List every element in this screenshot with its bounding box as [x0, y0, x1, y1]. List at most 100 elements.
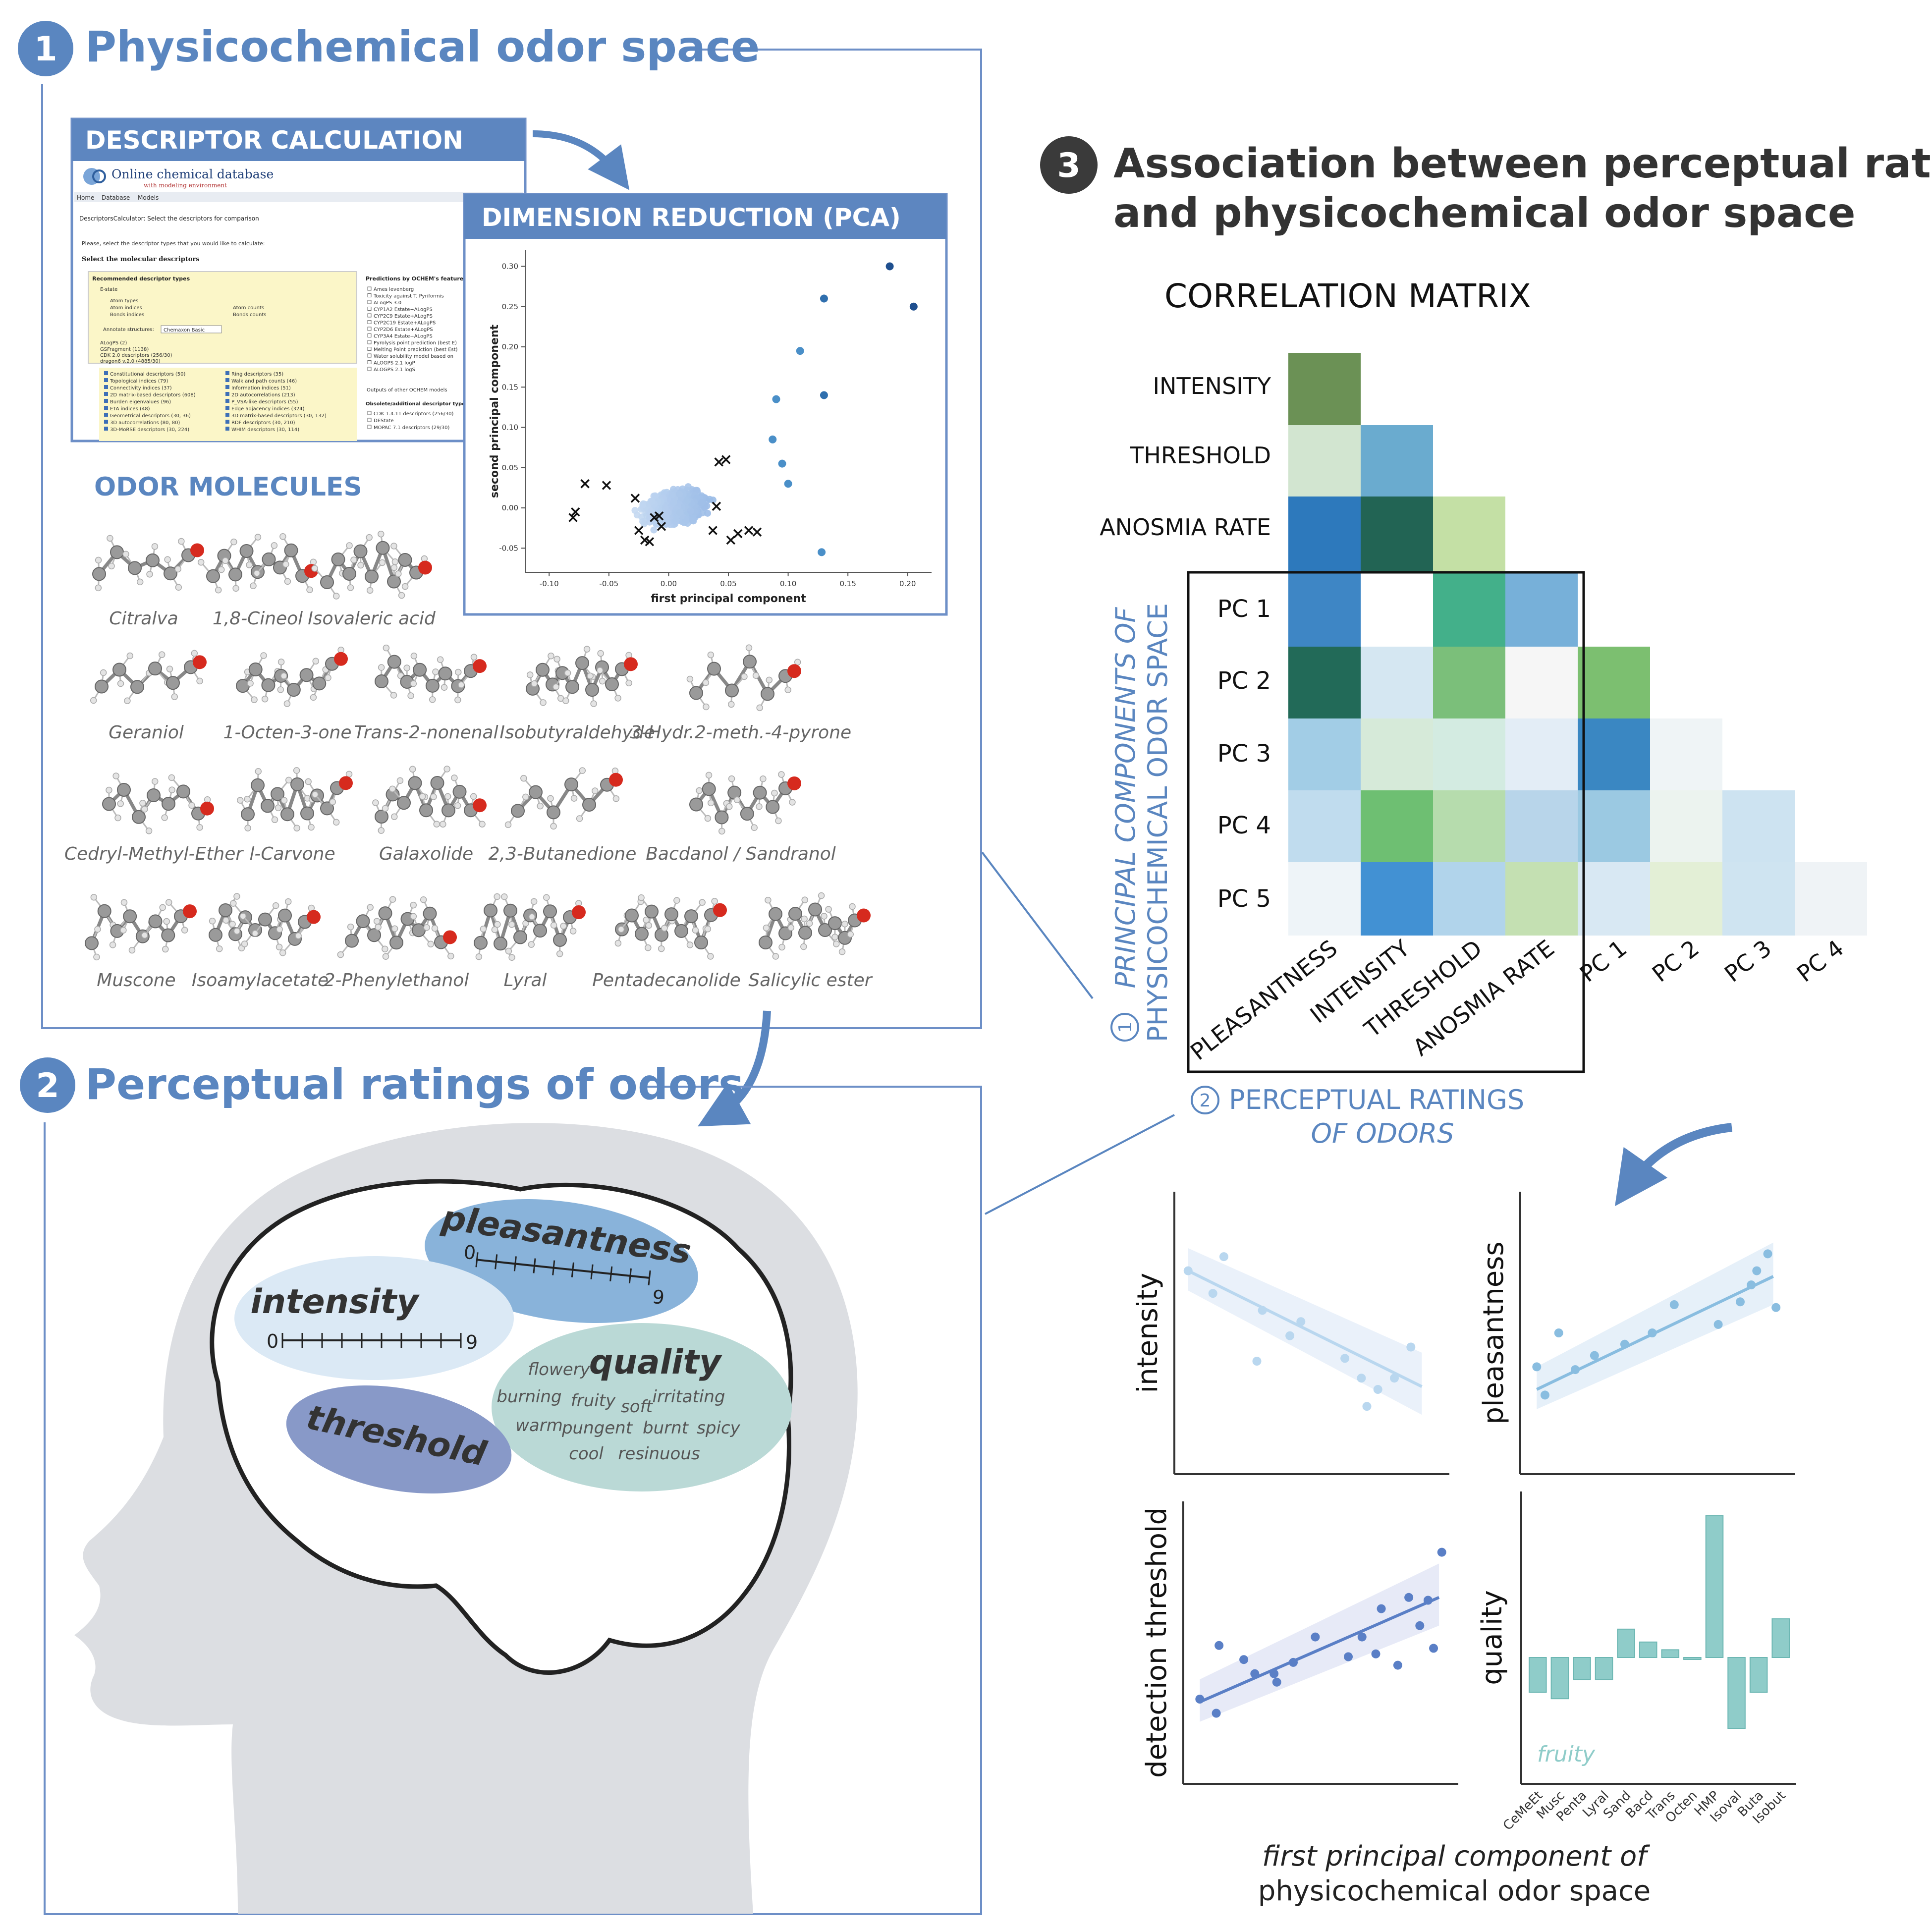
data-point — [1311, 1632, 1320, 1642]
ochem-estate-opt-4[interactable]: Atom counts — [233, 305, 264, 311]
quality-word: soft — [621, 1397, 653, 1417]
hydrogen-atom — [163, 918, 170, 925]
molecule-label: Galaxolide — [379, 844, 473, 864]
ochem-prediction-item: ALOGPS 2.1 logP — [374, 361, 415, 366]
hydrogen-atom — [429, 696, 436, 703]
matrix-cell — [1578, 790, 1650, 862]
hydrogen-atom — [162, 945, 169, 953]
pca-x-tick-label: -0.05 — [599, 579, 618, 588]
molecule-label: Isobutyraldehyde — [499, 722, 655, 743]
carbon-atom — [290, 777, 304, 791]
carbon-atom — [353, 544, 368, 558]
matrix-cell — [1650, 790, 1722, 862]
scale-tick — [590, 1264, 594, 1279]
ochem-estate-opt-3[interactable]: Bonds indices — [110, 312, 144, 318]
ochem-estate-opt-2[interactable]: Atom indices — [110, 305, 142, 311]
ochem-obsolete-list: CDK 1.4.11 descriptors (256/30)DEStateMO… — [367, 411, 453, 431]
ochem-menu-models[interactable]: Models — [138, 194, 159, 201]
pca-y-tick-label: 0.10 — [502, 423, 518, 432]
ochem-prediction-item: Toxicity against T. Pyriformis — [373, 294, 444, 299]
ochem-outputs[interactable]: Outputs of other OCHEM models — [367, 387, 447, 393]
pca-odor-marker — [654, 511, 664, 521]
hydrogen-atom — [437, 656, 444, 663]
hydrogen-atom — [347, 584, 354, 591]
ochem-alogps[interactable]: ALogPS (2) — [100, 340, 127, 346]
matrix-title: CORRELATION MATRIX — [1164, 277, 1531, 315]
checkbox-icon — [367, 327, 372, 331]
quality-word: resinuous — [618, 1444, 700, 1464]
section-3-number-badge — [1040, 136, 1098, 194]
matrix-cell — [1361, 790, 1433, 862]
molecule-model — [85, 894, 197, 961]
checkbox-icon — [367, 418, 372, 422]
carbon-atom — [239, 544, 254, 558]
data-point — [1195, 1695, 1205, 1704]
matrix-cell — [1650, 718, 1722, 790]
carbon-atom — [146, 553, 160, 567]
pca-point — [698, 499, 705, 507]
hydrogen-atom — [458, 681, 465, 688]
ochem-prediction-item: Melting Point prediction (best Est) — [374, 347, 458, 353]
ochem-estate-opt-1[interactable]: Atom types — [110, 298, 138, 304]
hydrogen-atom — [390, 543, 397, 550]
carbon-atom — [503, 903, 517, 918]
carbon-atom — [766, 800, 780, 814]
hydrogen-atom — [587, 672, 594, 679]
ochem-estate-opt-5[interactable]: Bonds counts — [233, 312, 266, 318]
subplot-y-label: detection threshold — [1141, 1507, 1173, 1778]
data-point — [1296, 1317, 1306, 1326]
hydrogen-atom — [325, 674, 331, 681]
hydrogen-atom — [833, 940, 840, 947]
hydrogen-atom — [427, 940, 434, 947]
carbon-atom — [430, 776, 444, 790]
ochem-other-1[interactable]: GSFragment (1138) — [100, 347, 149, 352]
ochem-menu-home[interactable]: Home — [77, 194, 94, 201]
hydrogen-atom — [389, 785, 396, 792]
hydrogen-atom — [696, 787, 703, 794]
hydrogen-atom — [383, 644, 390, 652]
molecule-label: Muscone — [97, 970, 175, 991]
ochem-recommended-heading: Recommended descriptor types — [92, 276, 190, 282]
carbon-atom — [605, 677, 619, 691]
hydrogen-atom — [378, 827, 385, 834]
threshold-bubble — [286, 1385, 512, 1494]
hydrogen-atom — [293, 767, 300, 774]
hydrogen-atom — [128, 946, 136, 954]
carbon-atom — [474, 936, 488, 950]
hydrogen-atom — [728, 701, 735, 708]
pca-odor-marker — [721, 455, 731, 464]
scale-tick — [571, 1262, 574, 1277]
hydrogen-atom — [569, 928, 577, 935]
hydrogen-atom — [230, 900, 237, 907]
hydrogen-atom — [332, 593, 340, 600]
carbon-atom — [85, 936, 99, 950]
ochem-other-3[interactable]: dragon6 v.2.0 (4885/30) — [100, 359, 161, 364]
matrix-row-label: PC 4 — [1217, 812, 1271, 839]
carbon-atom — [300, 806, 314, 821]
hydrogen-atom — [831, 934, 838, 940]
checkbox-icon — [225, 413, 229, 417]
matrix-cell — [1433, 647, 1505, 718]
oxygen-atom — [624, 657, 638, 671]
hydrogen-atom — [244, 825, 251, 831]
carbon-atom — [808, 902, 822, 917]
hydrogen-atom — [275, 804, 282, 812]
hydrogen-atom — [491, 926, 498, 934]
hydrogen-atom — [347, 923, 354, 931]
molecule-label: 2,3-Butanedione — [489, 844, 637, 864]
molecule-model — [614, 894, 727, 960]
matrix-cell — [1722, 862, 1795, 936]
quality-bar — [1550, 1657, 1569, 1700]
ochem-other-2[interactable]: CDK 2.0 descriptors (256/30) — [100, 353, 172, 358]
ochem-annotate-select[interactable] — [161, 325, 222, 333]
checkbox-icon — [225, 371, 229, 375]
hydrogen-atom — [454, 802, 461, 809]
hydrogen-atom — [310, 694, 317, 701]
hydrogen-atom — [617, 926, 625, 933]
ochem-obsolete-heading: Obsolete/additional descriptor types — [366, 401, 468, 407]
carbon-atom — [206, 569, 220, 583]
carbon-atom — [625, 908, 639, 923]
hydrogen-atom — [280, 797, 288, 804]
ochem-menu-database[interactable]: Database — [102, 194, 130, 201]
oxygen-atom — [857, 908, 871, 923]
